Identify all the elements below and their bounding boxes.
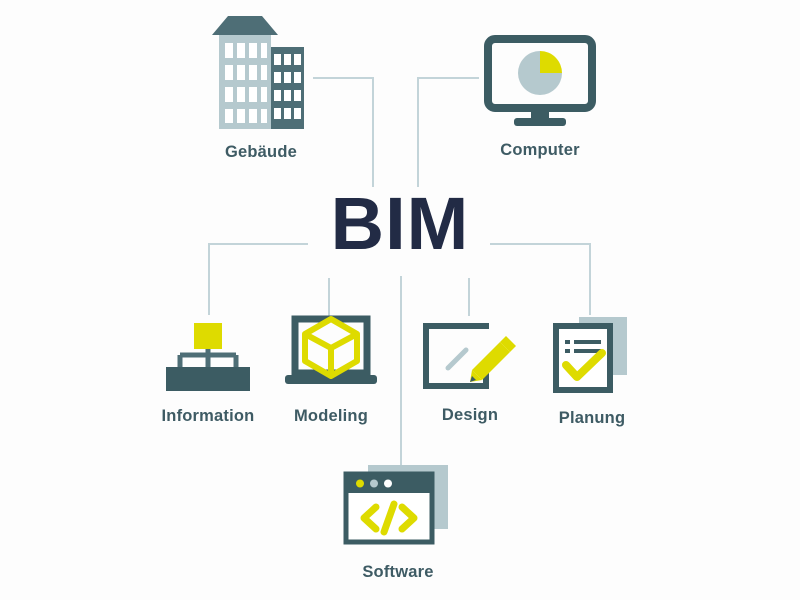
node-label-software: Software bbox=[362, 563, 434, 581]
monitor-pie-chart-icon bbox=[484, 35, 596, 132]
browser-code-window-icon bbox=[338, 463, 458, 554]
node-label-modeling: Modeling bbox=[293, 407, 368, 425]
page-title: BIM bbox=[330, 182, 470, 265]
connector-design-vertical bbox=[468, 278, 470, 316]
connector-bim-left-horizontal bbox=[208, 243, 308, 245]
connector-computer-vertical bbox=[417, 77, 419, 187]
connector-information-vertical bbox=[208, 243, 210, 315]
node-software[interactable]: Software bbox=[333, 463, 463, 582]
node-gebaeude[interactable]: Gebäude bbox=[196, 14, 326, 162]
node-label-planung: Planung bbox=[558, 409, 626, 427]
checklist-document-icon bbox=[542, 315, 642, 400]
node-label-computer: Computer bbox=[500, 141, 580, 159]
connector-planung-vertical bbox=[589, 243, 591, 315]
node-planung[interactable]: Planung bbox=[527, 315, 657, 428]
node-label-gebaeude: Gebäude bbox=[224, 143, 297, 161]
connector-modeling-vertical bbox=[328, 278, 330, 316]
connector-bim-right-horizontal bbox=[490, 243, 591, 245]
connector-gebaeude-horizontal bbox=[313, 77, 374, 79]
drawing-board-pencil-icon bbox=[420, 320, 520, 397]
node-modeling[interactable]: Modeling bbox=[266, 313, 396, 426]
laptop-3d-cube-icon bbox=[281, 313, 381, 398]
hierarchy-org-chart-icon bbox=[158, 321, 258, 398]
node-design[interactable]: Design bbox=[405, 320, 535, 425]
node-label-design: Design bbox=[441, 406, 499, 424]
node-label-information: Information bbox=[161, 407, 255, 425]
node-information[interactable]: Information bbox=[143, 321, 273, 426]
connector-computer-horizontal bbox=[417, 77, 479, 79]
office-building-icon bbox=[206, 14, 316, 134]
connector-gebaeude-vertical bbox=[372, 77, 374, 187]
node-computer[interactable]: Computer bbox=[475, 35, 605, 160]
connector-software-vertical bbox=[400, 276, 402, 470]
